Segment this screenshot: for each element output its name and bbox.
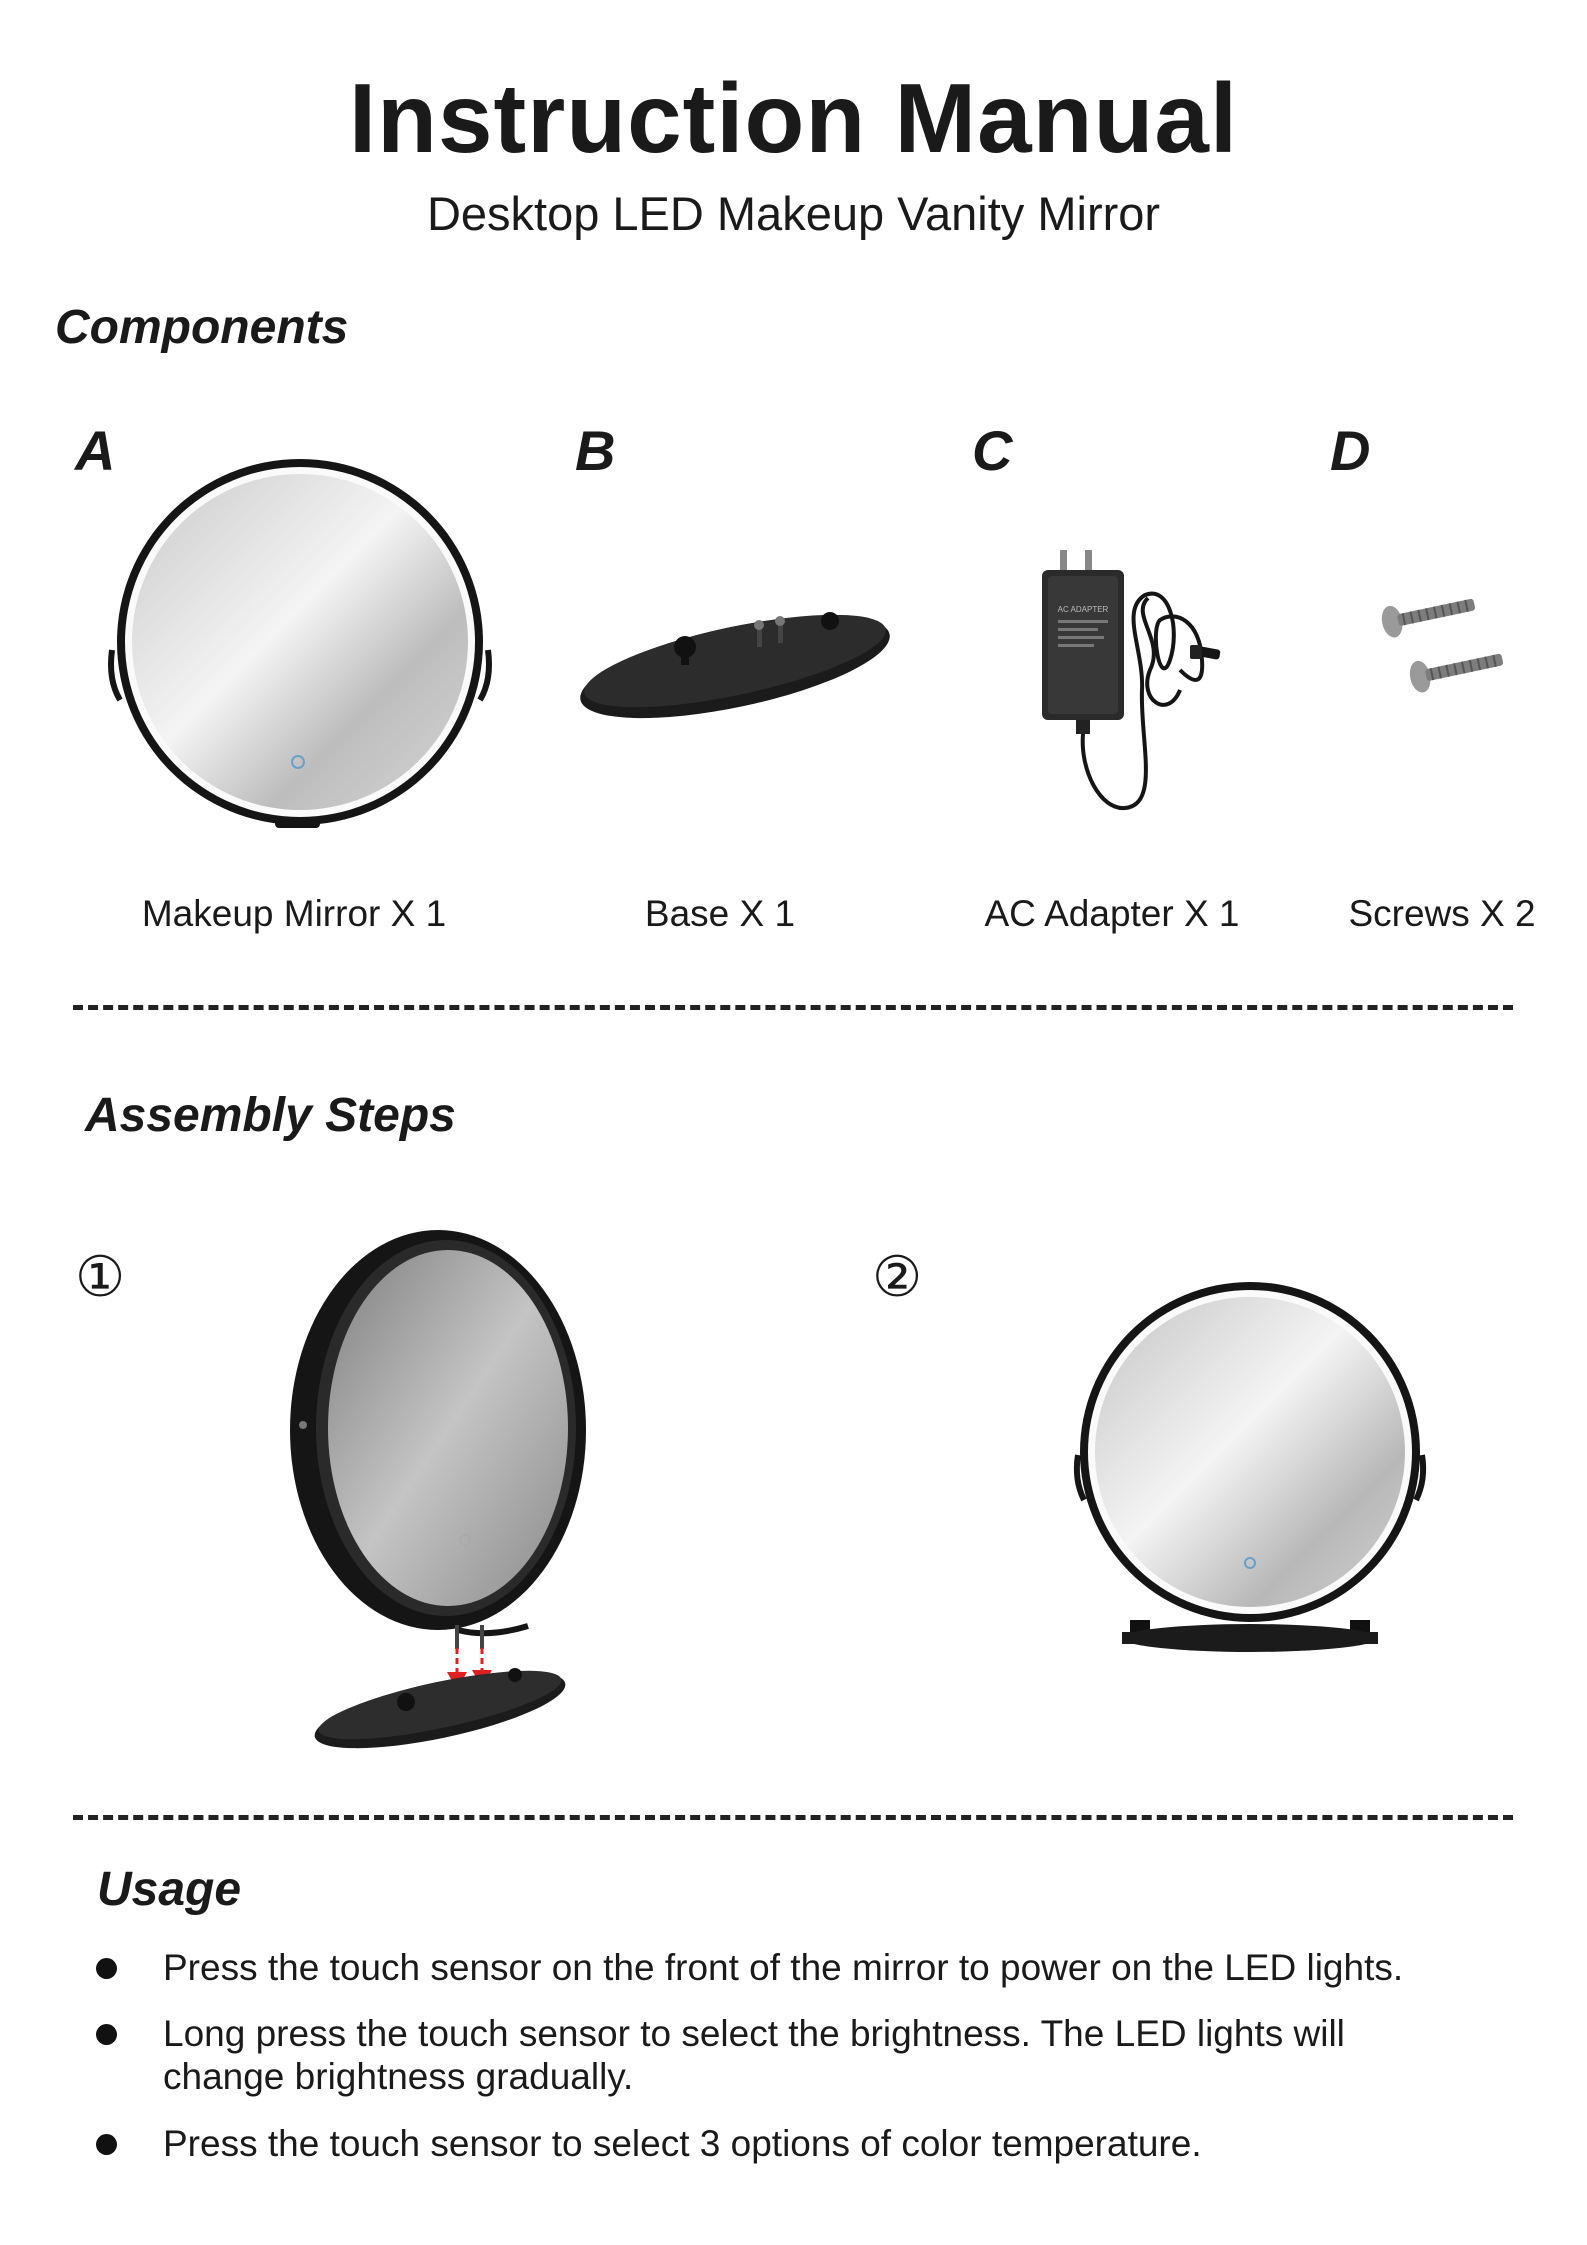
page-subtitle: Desktop LED Makeup Vanity Mirror — [426, 187, 1161, 240]
bullet-icon — [96, 1958, 117, 1979]
usage-bullet-text: Long press the touch sensor to select th… — [163, 2013, 1345, 2097]
component-letter-c: C — [972, 419, 1013, 482]
component-caption-a: Makeup Mirror X 1 — [141, 893, 447, 934]
section-divider — [73, 1815, 1513, 1820]
screws-icon — [1381, 598, 1504, 693]
component-caption-d: Screws X 2 — [1348, 893, 1536, 934]
page-title: Instruction Manual — [348, 63, 1239, 173]
component-letter-b: B — [575, 419, 616, 482]
component-caption-b: Base X 1 — [644, 893, 796, 934]
component-letter-a: A — [75, 419, 116, 482]
usage-heading: Usage — [97, 1863, 242, 1916]
ac-adapter-icon: AC ADAPTER — [1042, 550, 1221, 811]
bullet-icon — [96, 2024, 117, 2045]
step-number-2: ② — [872, 1245, 923, 1310]
step-2-assembled-mirror-illustration — [1073, 1282, 1427, 1652]
oval-base-icon — [580, 612, 890, 719]
component-letter-d: D — [1330, 419, 1371, 482]
usage-bullet-text: Press the touch sensor to select 3 optio… — [163, 2123, 1202, 2164]
round-led-mirror-icon — [108, 459, 492, 828]
adapter-label: AC ADAPTER — [1058, 605, 1109, 614]
step-1-attach-illustration — [290, 1230, 586, 1749]
components-heading: Components — [55, 301, 349, 354]
bullet-icon — [96, 2134, 117, 2155]
assembly-heading: Assembly Steps — [85, 1089, 456, 1142]
section-divider — [73, 1005, 1513, 1010]
usage-bullet-text: Press the touch sensor on the front of t… — [163, 1947, 1404, 1988]
step-number-1: ① — [75, 1245, 126, 1310]
component-caption-c: AC Adapter X 1 — [984, 893, 1240, 934]
